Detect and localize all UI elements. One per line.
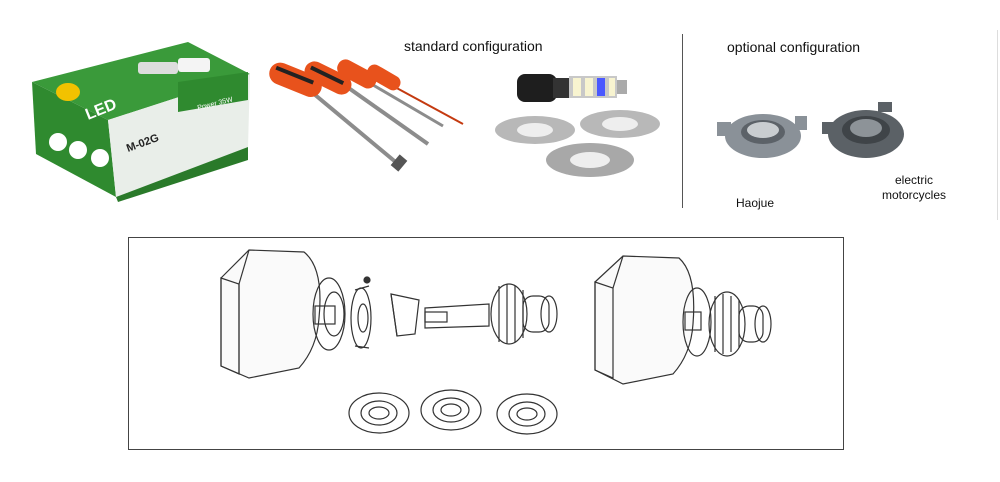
- electric-caption-line2: motorcycles: [881, 188, 946, 202]
- edge-divider: [997, 30, 998, 220]
- product-photos-panel: LED M-02G Power 35W standard configurati…: [0, 0, 1000, 220]
- optional-configuration-title: optional configuration: [727, 39, 861, 55]
- haojue-caption: Haojue: [736, 196, 775, 210]
- led-product-box: LED M-02G Power 35W: [32, 42, 250, 202]
- section-divider: [682, 34, 683, 208]
- installation-diagram-frame: [128, 237, 844, 450]
- electric-motorcycle-adapter-image: [822, 102, 904, 158]
- screwdrivers-image: [269, 59, 464, 172]
- electric-motorcycles-caption: electric motorcycles: [872, 173, 956, 203]
- led-bulb-image: [517, 74, 627, 102]
- metal-rings-image: [495, 110, 660, 177]
- installation-diagram: [220, 249, 772, 435]
- haojue-adapter-image: [717, 114, 807, 158]
- standard-configuration-title: standard configuration: [404, 38, 543, 54]
- electric-caption-line1: electric: [894, 173, 933, 187]
